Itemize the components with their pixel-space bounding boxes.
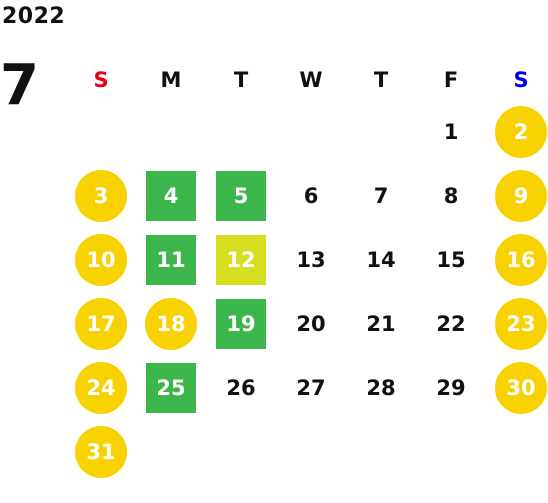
empty-day-cell — [416, 420, 486, 484]
day-cell: 8 — [416, 164, 486, 228]
empty-day-cell — [136, 420, 206, 484]
day-cell: 25 — [136, 356, 206, 420]
day-number: 6 — [303, 184, 319, 208]
day-number: 27 — [296, 376, 326, 400]
day-cell: 5 — [206, 164, 276, 228]
day-number: 5 — [216, 171, 266, 221]
day-number: 7 — [373, 184, 389, 208]
day-cell: 13 — [276, 228, 346, 292]
week-row: 10 11 12 13 14 15 16 — [66, 228, 548, 292]
day-cell: 29 — [416, 356, 486, 420]
day-number: 20 — [296, 312, 326, 336]
day-number: 16 — [495, 234, 547, 286]
day-number: 31 — [75, 426, 127, 478]
week-row: 31 — [66, 420, 548, 484]
day-number: 14 — [366, 248, 396, 272]
day-cell: 26 — [206, 356, 276, 420]
day-cell: 15 — [416, 228, 486, 292]
day-number: 12 — [216, 235, 266, 285]
day-number: 4 — [146, 171, 196, 221]
day-number: 26 — [226, 376, 256, 400]
year-label: 2022 — [2, 4, 66, 29]
day-number: 22 — [436, 312, 466, 336]
day-number: 3 — [75, 170, 127, 222]
day-number: 13 — [296, 248, 326, 272]
day-cell: 12 — [206, 228, 276, 292]
weekday-header: S — [93, 68, 109, 92]
day-cell: 31 — [66, 420, 136, 484]
weekday-header-row: S M T W T F S — [66, 60, 548, 100]
day-number: 17 — [75, 298, 127, 350]
day-number: 28 — [366, 376, 396, 400]
day-number: 8 — [443, 184, 459, 208]
day-number: 1 — [443, 120, 459, 144]
empty-day-cell — [206, 100, 276, 164]
day-number: 15 — [436, 248, 466, 272]
day-cell: 9 — [486, 164, 548, 228]
empty-day-cell — [276, 100, 346, 164]
empty-day-cell — [486, 420, 548, 484]
day-cell: 3 — [66, 164, 136, 228]
day-cell: 30 — [486, 356, 548, 420]
day-cell: 18 — [136, 292, 206, 356]
day-number: 24 — [75, 362, 127, 414]
day-cell: 27 — [276, 356, 346, 420]
weekday-header: S — [513, 68, 529, 92]
weekday-header: T — [373, 68, 389, 92]
weekday-header: T — [233, 68, 249, 92]
day-cell: 11 — [136, 228, 206, 292]
day-cell: 22 — [416, 292, 486, 356]
day-number: 10 — [75, 234, 127, 286]
weekday-header: W — [299, 68, 323, 92]
day-cell: 28 — [346, 356, 416, 420]
day-cell: 14 — [346, 228, 416, 292]
week-row: 24 25 26 27 28 29 30 — [66, 356, 548, 420]
empty-day-cell — [206, 420, 276, 484]
day-number: 2 — [495, 106, 547, 158]
day-number: 29 — [436, 376, 466, 400]
empty-day-cell — [346, 420, 416, 484]
day-cell: 17 — [66, 292, 136, 356]
day-number: 25 — [146, 363, 196, 413]
week-row: 17 18 19 20 21 22 23 — [66, 292, 548, 356]
day-cell: 10 — [66, 228, 136, 292]
empty-day-cell — [346, 100, 416, 164]
day-cell: 19 — [206, 292, 276, 356]
empty-day-cell — [136, 100, 206, 164]
day-number: 9 — [495, 170, 547, 222]
day-cell: 1 — [416, 100, 486, 164]
day-cell: 4 — [136, 164, 206, 228]
day-number: 11 — [146, 235, 196, 285]
day-number: 23 — [495, 298, 547, 350]
day-number: 21 — [366, 312, 396, 336]
day-number: 19 — [216, 299, 266, 349]
weekday-header: M — [160, 68, 182, 92]
empty-day-cell — [276, 420, 346, 484]
day-number: 18 — [145, 298, 197, 350]
day-number: 30 — [495, 362, 547, 414]
day-cell: 23 — [486, 292, 548, 356]
month-number: 7 — [0, 53, 39, 118]
day-cell: 2 — [486, 100, 548, 164]
empty-day-cell — [66, 100, 136, 164]
weekday-header: F — [443, 68, 459, 92]
day-cell: 20 — [276, 292, 346, 356]
day-cell: 21 — [346, 292, 416, 356]
day-cell: 16 — [486, 228, 548, 292]
day-cell: 7 — [346, 164, 416, 228]
day-cell: 6 — [276, 164, 346, 228]
day-cell: 24 — [66, 356, 136, 420]
